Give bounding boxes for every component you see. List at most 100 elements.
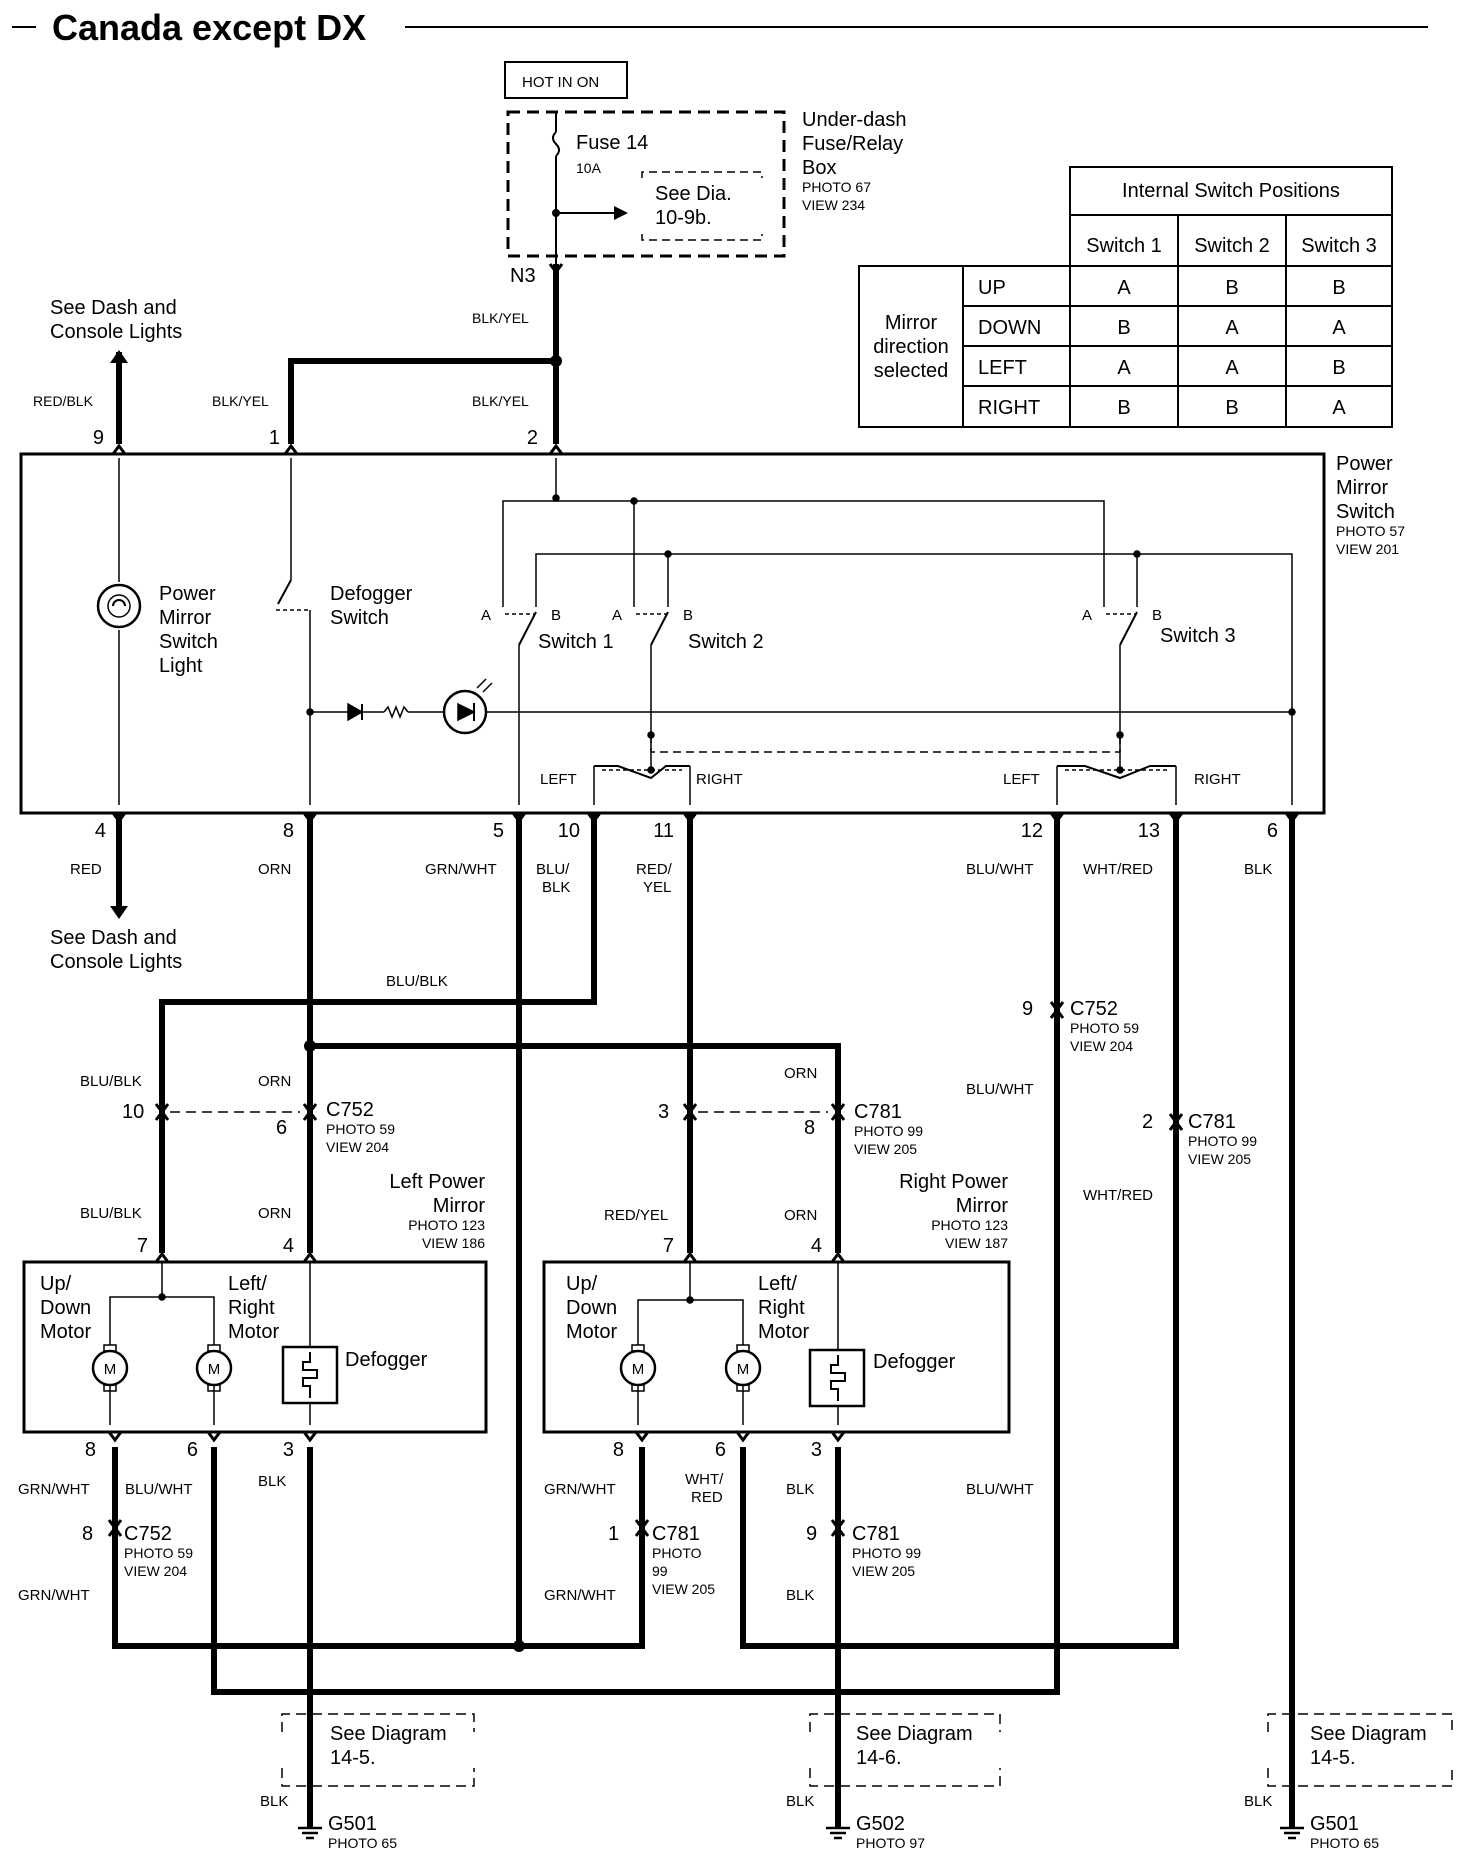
ground-icon [1280, 1826, 1304, 1840]
c752-bottom-name: C752 [124, 1523, 172, 1545]
left-mirror-name-2: Mirror [433, 1195, 486, 1217]
c781-2-pin: 2 [1142, 1111, 1153, 1133]
table-row-header-3: selected [874, 360, 949, 382]
pms-name-2: Mirror [1336, 477, 1389, 499]
c752-9-view: VIEW 204 [1070, 1038, 1133, 1054]
fuse-box-view: VIEW 234 [802, 197, 865, 213]
connector-mark [830, 1109, 846, 1121]
pin-mark [111, 443, 127, 455]
light-label-4: Light [159, 655, 203, 677]
connector-mark [1168, 1119, 1184, 1131]
fuse-branch-arrow [614, 206, 628, 220]
right-mirror-name-2: Mirror [956, 1195, 1009, 1217]
right-lr-2: Right [758, 1297, 805, 1319]
c752-8-pin: 8 [82, 1523, 93, 1545]
pms-view: VIEW 201 [1336, 541, 1399, 557]
c752-6-pin: 6 [276, 1117, 287, 1139]
hot-in-on-box [504, 61, 628, 99]
table-cell: A [1225, 317, 1239, 339]
left-mirror-box [22, 1260, 488, 1434]
right-lr-motor-symbol: M [737, 1361, 750, 1378]
defogger-switch-label-2: Switch [330, 607, 389, 629]
pin-number: 6 [187, 1439, 198, 1461]
pin-mark [634, 1431, 650, 1443]
wl-blu-wht-4: BLU/WHT [966, 1481, 1034, 1498]
left-lr-1: Left/ [228, 1273, 267, 1295]
fuse-box-name-3: Box [802, 157, 836, 179]
ground-g501-right-photo: PHOTO 65 [1310, 1835, 1379, 1851]
left-defogger-label: Defogger [345, 1349, 428, 1371]
pin-mark [682, 1251, 698, 1263]
c752-9-pin: 9 [1022, 998, 1033, 1020]
pin-number: 3 [283, 1439, 294, 1461]
wl-blu-blk-1: BLU/BLK [386, 973, 448, 990]
wl-orn-5: ORN [784, 1207, 817, 1224]
table-cell: A [1332, 317, 1346, 339]
table-cell: B [1117, 397, 1130, 419]
table-dir-up: UP [978, 277, 1006, 299]
left-mirror-name-1: Left Power [389, 1171, 485, 1193]
c752-bottom-photo: PHOTO 59 [124, 1545, 193, 1561]
connector-mark [634, 1525, 650, 1537]
see-dia-bracket [641, 171, 763, 241]
pin-number: 8 [283, 820, 294, 842]
terminal-n3: N3 [510, 265, 536, 287]
right-lr-3: Motor [758, 1321, 809, 1343]
right-updown-2: Down [566, 1297, 617, 1319]
table-col-switch3: Switch 3 [1301, 235, 1377, 257]
light-label-2: Mirror [159, 607, 212, 629]
switch-2-label: Switch 2 [688, 631, 764, 653]
pms-photo: PHOTO 57 [1336, 523, 1405, 539]
c752-9-name: C752 [1070, 998, 1118, 1020]
wl-blk-3: BLK [258, 1473, 286, 1490]
power-mirror-switch-box [19, 452, 1326, 815]
right-mirror-view: VIEW 187 [945, 1235, 1008, 1251]
see-diagram-1-line1: See Diagram [330, 1723, 447, 1745]
dash-note-bottom-2: Console Lights [50, 951, 182, 973]
pin-number: 1 [269, 427, 280, 449]
fuse-rating: 10A [576, 160, 602, 176]
left-lr-2: Right [228, 1297, 275, 1319]
wl-blk-2: BLK [1244, 861, 1272, 878]
dash-note-bottom-1: See Dash and [50, 927, 177, 949]
wl-blk-4: BLK [786, 1481, 814, 1498]
right-mirror-box [542, 1260, 1011, 1434]
connector-mark [154, 1109, 170, 1121]
harness-wires [112, 813, 1295, 1827]
right-lr-1: Left/ [758, 1273, 797, 1295]
right-lr-motor-icon: M [724, 1344, 762, 1392]
c781-1-pin: 1 [608, 1523, 619, 1545]
wl-grn-wht-1: GRN/WHT [425, 861, 497, 878]
see-dia-line2: 10-9b. [655, 207, 712, 229]
pin-mark [830, 1431, 846, 1443]
wl-blk-5: BLK [786, 1587, 814, 1604]
wl-grn-wht-5: GRN/WHT [544, 1587, 616, 1604]
sw1-label-b: B [551, 607, 561, 624]
table-cell: A [1332, 397, 1346, 419]
left-mirror-internal [109, 1262, 339, 1425]
fuse-box-name-1: Under-dash [802, 109, 907, 131]
wl-orn-2: ORN [258, 1073, 291, 1090]
right-updown-motor-icon: M [619, 1344, 657, 1392]
right-mirror-name-1: Right Power [899, 1171, 1008, 1193]
hot-in-on-label: HOT IN ON [522, 74, 599, 91]
defogger-switch-internal [276, 458, 1292, 805]
pin-mark [830, 1251, 846, 1263]
pms-name-1: Power [1336, 453, 1393, 475]
pin-number: 5 [493, 820, 504, 842]
left-updown-motor-icon: M [91, 1344, 129, 1392]
pin-number: 8 [613, 1439, 624, 1461]
sw1-label-a: A [481, 607, 491, 624]
dash-note-top-2: Console Lights [50, 321, 182, 343]
switch-light-internal [96, 458, 142, 805]
c752-left-view: VIEW 204 [326, 1139, 389, 1155]
sw2-label-a: A [612, 607, 622, 624]
pin-mark [107, 1431, 123, 1443]
pin-number: 6 [1267, 820, 1278, 842]
wl-blu-wht-2: BLU/WHT [966, 1081, 1034, 1098]
pin-number: 12 [1021, 820, 1043, 842]
c781-2-name: C781 [1188, 1111, 1236, 1133]
table-row-header-1: Mirror [885, 312, 938, 334]
wl-red-yel: RED/YEL [604, 1207, 668, 1224]
